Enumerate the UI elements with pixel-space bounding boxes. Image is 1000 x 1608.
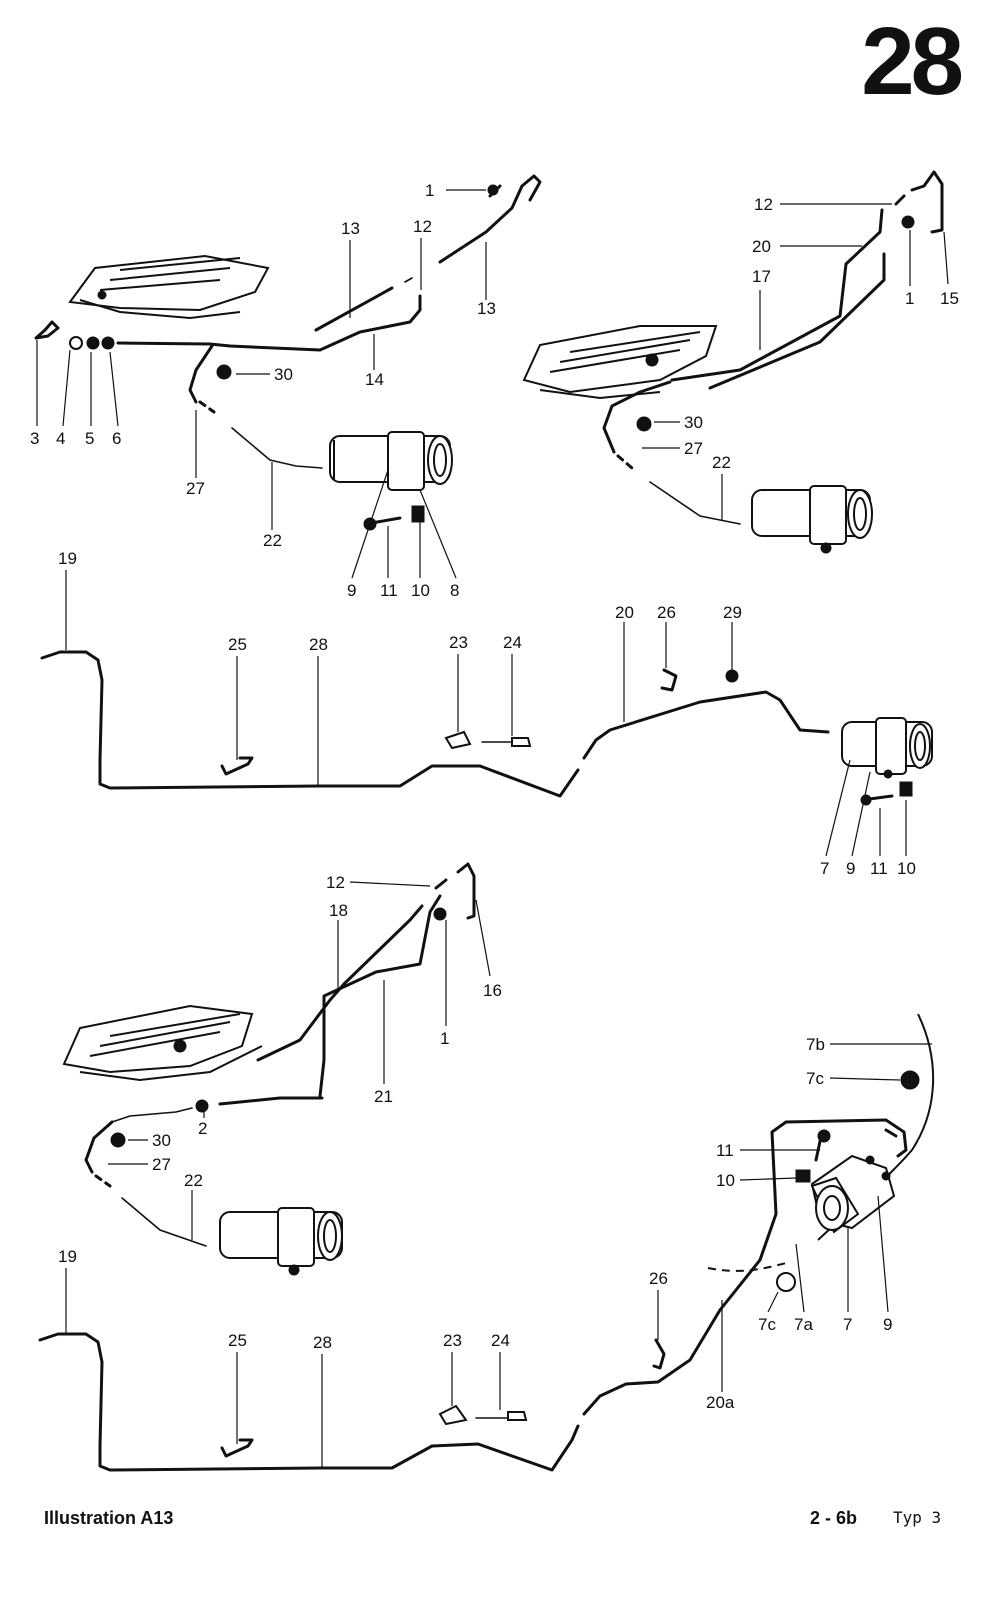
callouts-1: 1 13 12 13 3 4 5 6 14 30 27 22 9 11 10 8 xyxy=(30,181,496,600)
callout-label: 11 xyxy=(716,1141,734,1160)
callout-label: 10 xyxy=(716,1171,735,1190)
illustration-caption: Illustration A13 xyxy=(44,1508,174,1528)
callout-label: 30 xyxy=(684,413,703,432)
page-reference: 2 - 6b xyxy=(810,1508,858,1528)
callout-label: 27 xyxy=(684,439,703,458)
charcoal-canister-4 xyxy=(219,1207,343,1276)
callout-label: 26 xyxy=(649,1269,668,1288)
callout-label: 1 xyxy=(440,1029,449,1048)
callout-label: 18 xyxy=(329,901,348,920)
callout-label: 30 xyxy=(152,1131,171,1150)
callout-label: 9 xyxy=(347,581,356,600)
callout-label: 23 xyxy=(443,1331,462,1350)
callout-label: 30 xyxy=(274,365,293,384)
assembly-view-1: 1 13 12 13 3 4 5 6 14 30 27 22 9 11 10 8 xyxy=(30,174,542,600)
fuel-tank-drawing xyxy=(522,325,718,400)
callout-label: 20 xyxy=(752,237,771,256)
callout-label: 19 xyxy=(58,549,77,568)
callout-label: 9 xyxy=(846,859,855,878)
callout-label: 2 xyxy=(198,1119,207,1138)
callout-label: 12 xyxy=(326,873,345,892)
callout-label: 28 xyxy=(309,635,328,654)
callout-label: 7a xyxy=(794,1315,813,1334)
callout-label: 5 xyxy=(85,429,94,448)
page-number: 28 xyxy=(861,8,964,115)
callout-label: 4 xyxy=(56,429,65,448)
charcoal-canister-1 xyxy=(329,431,453,491)
callout-label: 19 xyxy=(58,1247,77,1266)
callout-label: 13 xyxy=(341,219,360,238)
callout-label: 10 xyxy=(897,859,916,878)
callout-label: 24 xyxy=(491,1331,510,1350)
callout-label: 8 xyxy=(450,581,459,600)
callout-label: 15 xyxy=(940,289,959,308)
callout-label: 27 xyxy=(186,479,205,498)
assembly-view-3: 19 25 28 23 24 20 26 29 7 9 11 10 xyxy=(40,549,933,878)
callout-label: 26 xyxy=(657,603,676,622)
callout-label: 12 xyxy=(413,217,432,236)
charcoal-canister-2 xyxy=(751,485,873,554)
callouts-4: 12 18 16 1 21 2 30 27 22 xyxy=(108,873,502,1240)
callout-label: 7b xyxy=(806,1035,825,1054)
callout-label: 25 xyxy=(228,635,247,654)
callout-label: 27 xyxy=(152,1155,171,1174)
vehicle-type: Typ 3 xyxy=(893,1508,942,1527)
callouts-5: 7b 7c 11 10 26 7c 7a 7 9 20a 19 25 28 23… xyxy=(58,1035,932,1468)
fuel-tank-drawing xyxy=(68,254,270,320)
callout-label: 7 xyxy=(843,1315,852,1334)
callout-label: 11 xyxy=(380,581,398,600)
callout-label: 1 xyxy=(905,289,914,308)
assembly-view-5: 7b 7c 11 10 26 7c 7a 7 9 20a 19 25 28 23… xyxy=(38,1013,935,1472)
callout-label: 1 xyxy=(425,181,434,200)
charcoal-canister-3 xyxy=(841,717,933,779)
fuel-tank-drawing xyxy=(62,1004,263,1082)
callout-label: 28 xyxy=(313,1333,332,1352)
assembly-view-2: 12 20 17 1 15 30 27 22 xyxy=(522,170,959,554)
callout-label: 17 xyxy=(752,267,771,286)
callout-label: 7c xyxy=(806,1069,824,1088)
charcoal-canister-5 xyxy=(810,1154,896,1234)
callout-label: 10 xyxy=(411,581,430,600)
callout-label: 22 xyxy=(712,453,731,472)
assembly-view-4: 12 18 16 1 21 2 30 27 22 xyxy=(62,862,502,1276)
callouts-2: 12 20 17 1 15 30 27 22 xyxy=(642,195,959,520)
callout-label: 13 xyxy=(477,299,496,318)
callout-label: 14 xyxy=(365,370,384,389)
callout-label: 9 xyxy=(883,1315,892,1334)
callout-label: 22 xyxy=(184,1171,203,1190)
callout-label: 7c xyxy=(758,1315,776,1334)
callout-label: 24 xyxy=(503,633,522,652)
callout-label: 23 xyxy=(449,633,468,652)
callout-label: 22 xyxy=(263,531,282,550)
clip-3 xyxy=(34,320,60,340)
callouts-3: 19 25 28 23 24 20 26 29 7 9 11 10 xyxy=(58,549,916,878)
callout-label: 11 xyxy=(870,859,888,878)
callout-label: 3 xyxy=(30,429,39,448)
callout-label: 16 xyxy=(483,981,502,1000)
callout-label: 21 xyxy=(374,1087,393,1106)
callout-label: 29 xyxy=(723,603,742,622)
callout-label: 20 xyxy=(615,603,634,622)
callout-label: 20a xyxy=(706,1393,735,1412)
callout-label: 25 xyxy=(228,1331,247,1350)
callout-label: 7 xyxy=(820,859,829,878)
callout-label: 12 xyxy=(754,195,773,214)
callout-label: 6 xyxy=(112,429,121,448)
